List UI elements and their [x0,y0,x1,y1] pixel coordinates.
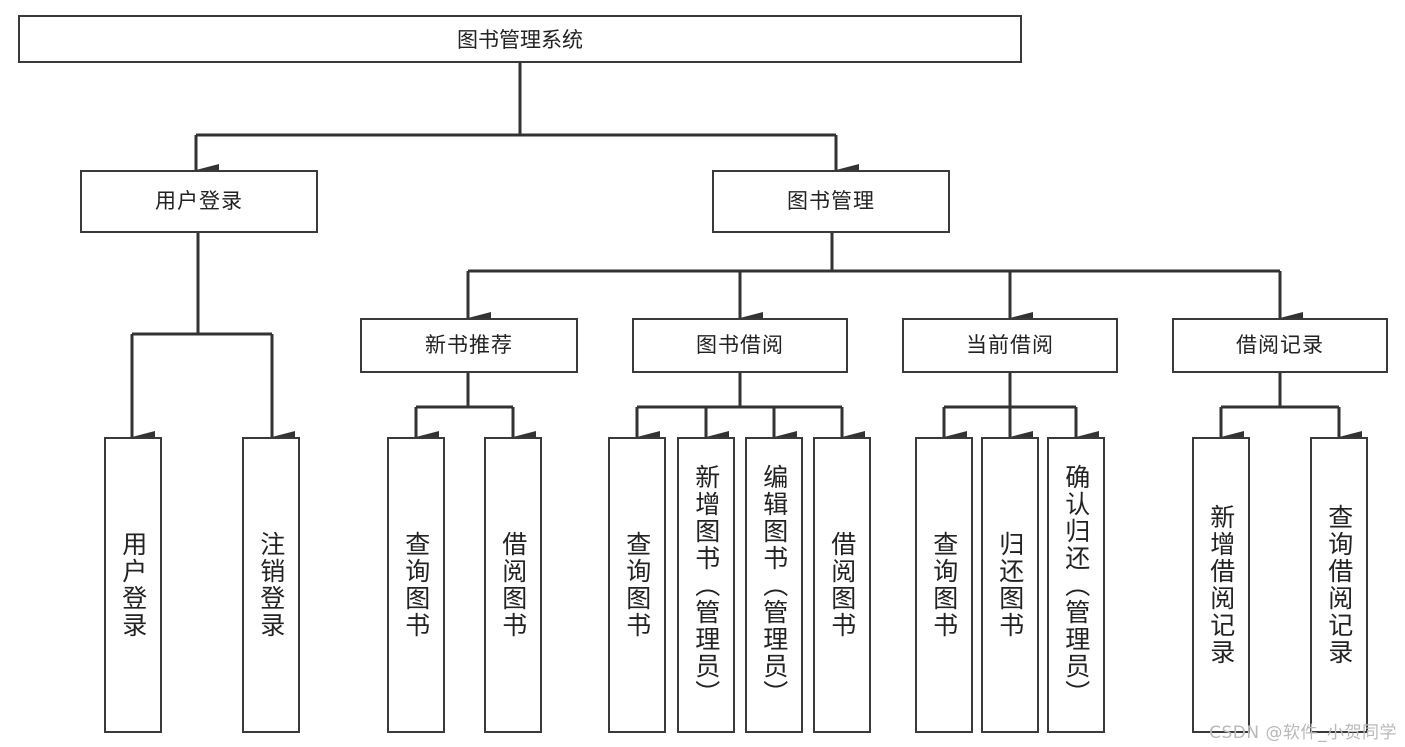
leaf-label: 新增借阅记录 [1206,504,1236,666]
leaf-query-book-current[interactable]: 查询图书 [915,437,973,733]
node-user-login[interactable]: 用户登录 [80,170,318,233]
leaf-label: 注销登录 [256,531,286,639]
node-borrow-record[interactable]: 借阅记录 [1172,318,1388,373]
leaf-query-borrow-record[interactable]: 查询借阅记录 [1310,437,1368,733]
leaf-confirm-return-admin[interactable]: 确认归还（管理员） [1047,437,1105,733]
leaf-label: 查询图书 [401,531,431,639]
leaf-add-borrow-record[interactable]: 新增借阅记录 [1192,437,1250,733]
leaf-add-book-admin[interactable]: 新增图书（管理员） [677,437,735,733]
leaf-user-logout[interactable]: 注销登录 [242,437,300,733]
node-label: 新书推荐 [425,332,513,357]
leaf-borrow-book[interactable]: 借阅图书 [813,437,871,733]
watermark-text: CSDN @软件_小贺同学 [1209,723,1397,743]
leaf-label: 借阅图书 [827,531,857,639]
node-label: 用户登录 [155,188,243,213]
node-book-borrow[interactable]: 图书借阅 [632,318,848,373]
leaf-label: 新增图书（管理员） [691,463,721,707]
leaf-edit-book-admin[interactable]: 编辑图书（管理员） [745,437,803,733]
leaf-label: 查询借阅记录 [1324,504,1354,666]
leaf-user-login[interactable]: 用户登录 [104,437,162,733]
leaf-query-book[interactable]: 查询图书 [608,437,666,733]
leaf-label: 归还图书 [995,531,1025,639]
leaf-label: 借阅图书 [498,531,528,639]
node-label: 图书管理 [787,188,875,213]
node-new-book-recommend[interactable]: 新书推荐 [360,318,578,373]
node-current-borrow[interactable]: 当前借阅 [902,318,1118,373]
node-root-system[interactable]: 图书管理系统 [18,15,1022,63]
leaf-borrow-book-recommend[interactable]: 借阅图书 [484,437,542,733]
node-label: 图书管理系统 [457,28,583,52]
node-book-management[interactable]: 图书管理 [712,170,950,233]
leaf-label: 查询图书 [929,531,959,639]
leaf-label: 用户登录 [118,531,148,639]
leaf-return-book[interactable]: 归还图书 [981,437,1039,733]
node-label: 借阅记录 [1236,332,1324,357]
leaf-label: 确认归还（管理员） [1061,463,1091,707]
leaf-label: 查询图书 [622,531,652,639]
node-label: 图书借阅 [696,332,784,357]
leaf-query-book-recommend[interactable]: 查询图书 [387,437,445,733]
leaf-label: 编辑图书（管理员） [759,463,789,707]
node-label: 当前借阅 [966,332,1054,357]
